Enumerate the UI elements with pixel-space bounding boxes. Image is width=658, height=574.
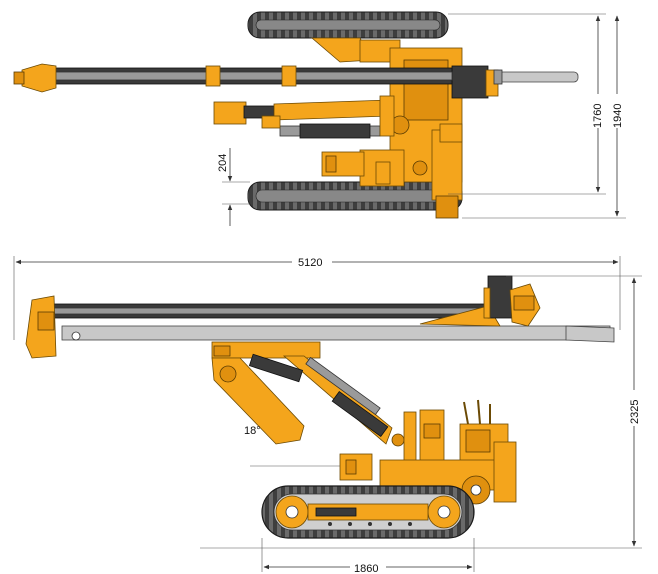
dim-1760-label: 1760 — [592, 104, 604, 128]
top-view-upper-track — [247, 11, 449, 39]
dim-2325-label: 2325 — [629, 400, 641, 424]
top-view: 1760 1940 204 — [13, 11, 627, 226]
dim-1760: 1760 — [448, 13, 608, 195]
side-view-rotation-head — [483, 275, 541, 327]
top-view-boom — [213, 95, 395, 139]
dim-204: 204 — [217, 148, 250, 226]
side-view: 5120 2325 — [13, 254, 644, 574]
side-view-crawler-track — [261, 485, 475, 539]
dim-5120-label: 5120 — [298, 257, 322, 269]
dim-1860-label: 1860 — [354, 563, 378, 574]
side-view-upper-structure — [339, 399, 517, 505]
boom-angle: 18° — [244, 425, 346, 467]
dim-204-label: 204 — [217, 154, 229, 172]
dim-5120: 5120 — [13, 254, 621, 340]
dim-1860: 1860 — [261, 538, 475, 574]
boom-angle-label: 18° — [244, 425, 261, 437]
top-view-lower-track — [247, 181, 463, 211]
dim-1940-label: 1940 — [612, 104, 624, 128]
dim-1940: 1940 — [462, 15, 627, 219]
side-view-boom — [211, 341, 405, 447]
top-view-feed-beam — [13, 63, 579, 93]
dim-2325: 2325 — [200, 275, 644, 549]
